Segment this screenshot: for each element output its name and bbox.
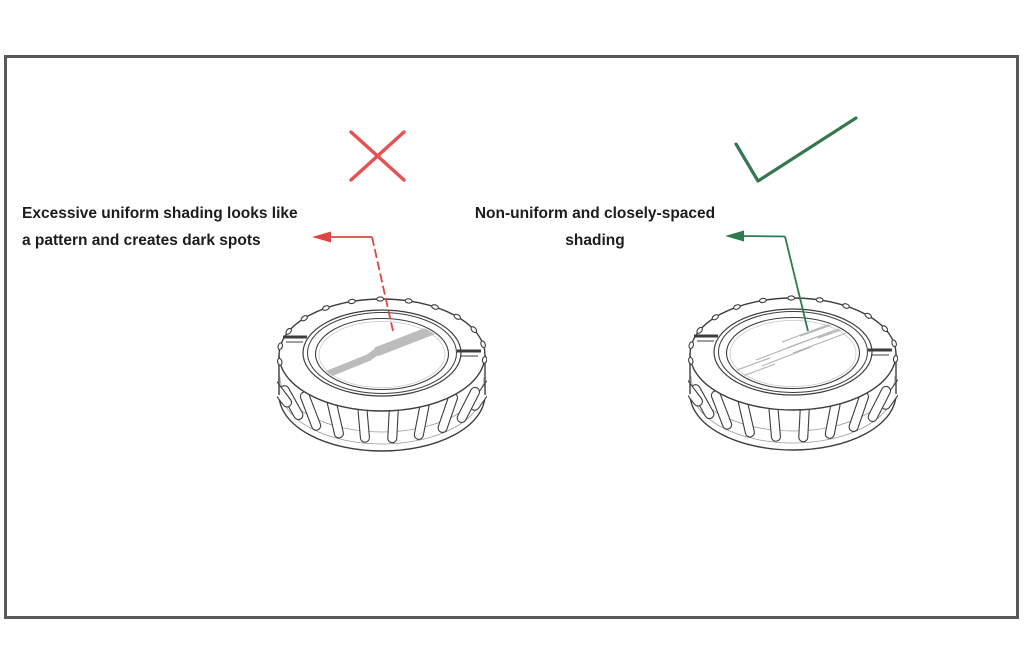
cap-drawing-non-uniform-shading bbox=[688, 295, 898, 451]
cap-drawing-excessive-uniform-shading bbox=[277, 296, 487, 452]
left-caption: Excessive uniform shading looks like a p… bbox=[22, 200, 342, 254]
right-caption-line1: Non-uniform and closely-spaced bbox=[474, 205, 716, 222]
right-caption: Non-uniform and closely-spaced shading bbox=[450, 200, 740, 254]
left-caption-line2: a pattern and creates dark spots bbox=[22, 232, 261, 249]
right-caption-line2: shading bbox=[565, 232, 625, 249]
left-caption-line1: Excessive uniform shading looks like bbox=[22, 205, 298, 222]
